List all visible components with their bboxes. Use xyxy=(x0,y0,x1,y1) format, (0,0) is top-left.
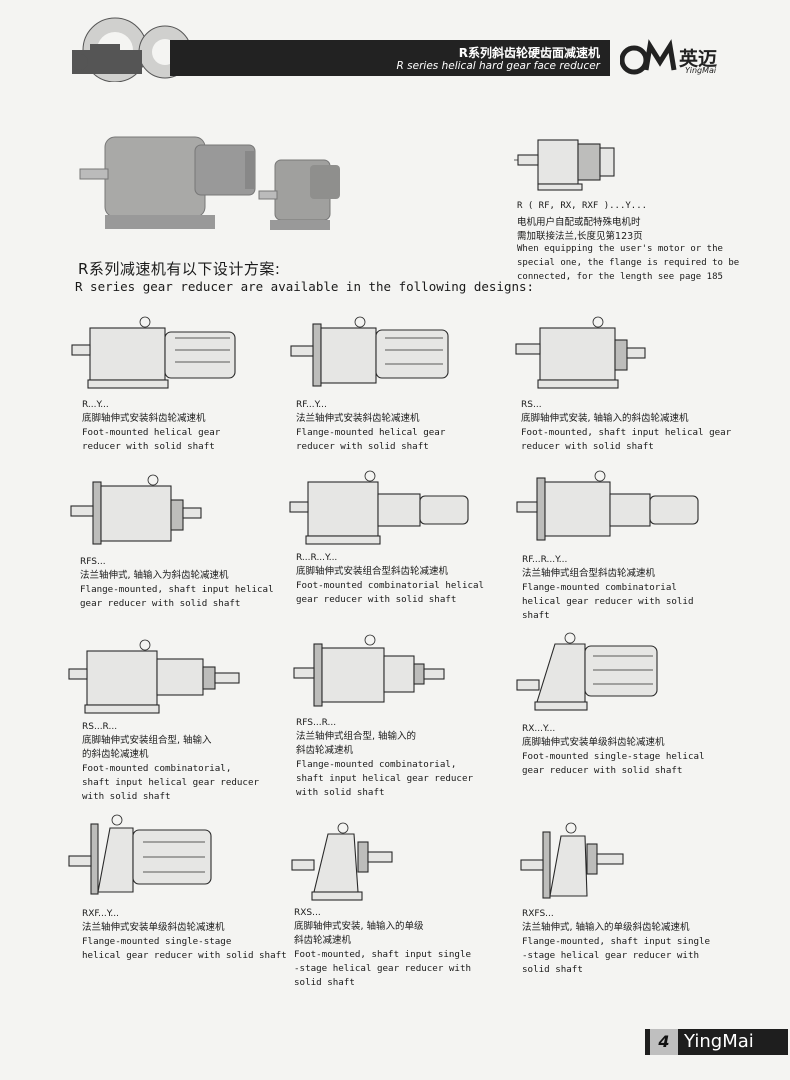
design-desc-en: reducer with solid shaft xyxy=(296,441,429,452)
design-desc-en: with solid shaft xyxy=(82,791,171,802)
note-code: R ( RF, RX, RXF )...Y... xyxy=(517,201,648,211)
design-desc-cn: 底脚轴伸式安装斜齿轮减速机 xyxy=(82,413,206,424)
note-cn-line2: 需加联接法兰,长度见第123页 xyxy=(517,231,643,242)
note-en-line1: When equipping the user's motor or the xyxy=(517,244,723,254)
figure-rs-r xyxy=(68,639,240,714)
design-desc-en: helical gear reducer with solid xyxy=(522,596,694,607)
design-desc-en: gear reducer with solid shaft xyxy=(80,598,241,609)
note-en-line3: connected, for the length see page 185 xyxy=(517,272,723,282)
header-banner xyxy=(170,40,610,76)
figure-rx-y xyxy=(516,632,658,711)
design-desc-en: shaft input helical gear reducer xyxy=(82,777,260,788)
design-desc-en: Flange-mounted combinatorial, xyxy=(296,759,457,770)
caption-rfs-r: RFS...R... 法兰轴伸式组合型, 轴输入的 斜齿轮减速机 Flange-… xyxy=(296,716,473,800)
design-code: RF...R...Y... xyxy=(522,555,568,565)
design-desc-cn: 底脚轴伸式安装组合型斜齿轮减速机 xyxy=(296,566,449,577)
note-figure xyxy=(514,139,615,191)
design-code: RX...Y... xyxy=(522,724,556,734)
design-code: RF...Y... xyxy=(296,400,327,410)
design-code: RXS... xyxy=(294,908,321,918)
design-desc-en: Foot-mounted, shaft input single xyxy=(294,949,472,960)
figure-rxf-y xyxy=(68,814,212,895)
figure-rxfs xyxy=(520,822,624,899)
note-en-line2: special one, the flange is required to b… xyxy=(517,258,740,268)
figure-rf-y xyxy=(290,316,449,387)
design-desc-cn: 法兰轴伸式安装斜齿轮减速机 xyxy=(296,413,420,424)
design-desc-en: -stage helical gear reducer with xyxy=(294,963,472,974)
figure-rf-r-y xyxy=(516,470,699,541)
caption-r-r-y: R...R...Y... 底脚轴伸式安装组合型斜齿轮减速机 Foot-mount… xyxy=(296,551,484,607)
logo-text-cn: 英迈 xyxy=(679,48,718,70)
design-desc-en: solid shaft xyxy=(522,964,583,975)
caption-rxfs: RXFS... 法兰轴伸式, 轴输入的单级斜齿轮减速机 Flange-mount… xyxy=(522,907,710,977)
design-desc-cn: 底脚轴伸式安装, 轴输入的斜齿轮减速机 xyxy=(521,413,689,424)
design-desc-cn: 底脚轴伸式安装组合型, 轴输入 xyxy=(82,735,212,746)
design-desc-en: Flange-mounted combinatorial xyxy=(522,582,677,593)
caption-rf-r-y: RF...R...Y... 法兰轴伸式组合型斜齿轮减速机 Flange-moun… xyxy=(522,553,693,623)
figure-r-y xyxy=(71,316,236,389)
design-desc-en: gear reducer with solid shaft xyxy=(522,765,683,776)
design-desc-en: -stage helical gear reducer with xyxy=(522,950,700,961)
design-desc-cn: 法兰轴伸式, 轴输入的单级斜齿轮减速机 xyxy=(522,922,690,933)
design-desc-cn: 底脚轴伸式安装单级斜齿轮减速机 xyxy=(522,737,665,748)
caption-rs-r: RS...R... 底脚轴伸式安装组合型, 轴输入 的斜齿轮减速机 Foot-m… xyxy=(82,720,259,804)
caption-rs: RS... 底脚轴伸式安装, 轴输入的斜齿轮减速机 Foot-mounted, … xyxy=(521,398,731,454)
product-photo-large xyxy=(79,136,340,230)
design-desc-en: Foot-mounted combinatorial helical xyxy=(296,580,485,591)
design-desc-cn: 法兰轴伸式, 轴输入为斜齿轮减速机 xyxy=(80,570,229,581)
design-desc-en: gear reducer with solid shaft xyxy=(296,594,457,605)
caption-r-y: R...Y... 底脚轴伸式安装斜齿轮减速机 Foot-mounted heli… xyxy=(82,398,220,454)
design-code: RFS... xyxy=(80,557,106,567)
figure-rfs xyxy=(70,474,202,545)
design-code: RXF...Y... xyxy=(82,909,119,919)
note-cn-line1: 电机用户自配或配特殊电机时 xyxy=(517,217,641,228)
design-desc-en: Flange-mounted single-stage xyxy=(82,936,232,947)
logo-text-en: YingMai xyxy=(685,66,717,75)
design-desc-cn: 的斜齿轮减速机 xyxy=(82,749,149,760)
figure-rs xyxy=(515,316,646,389)
intro-title-cn: R系列减速机有以下设计方案: xyxy=(78,260,281,278)
design-desc-en: helical gear reducer with solid shaft xyxy=(82,950,287,961)
design-desc-en: with solid shaft xyxy=(296,787,385,798)
figure-rfs-r xyxy=(293,634,445,707)
page-number: 4 xyxy=(650,1029,678,1055)
yingmai-logo-icon xyxy=(620,39,677,75)
design-desc-en: Foot-mounted combinatorial, xyxy=(82,763,232,774)
design-desc-en: Flange-mounted, shaft input helical xyxy=(80,584,274,595)
design-code: R...Y... xyxy=(82,400,109,410)
caption-rx-y: RX...Y... 底脚轴伸式安装单级斜齿轮减速机 Foot-mounted s… xyxy=(522,722,705,778)
figure-r-r-y xyxy=(289,470,469,545)
design-desc-en: shaft input helical gear reducer xyxy=(296,773,474,784)
design-desc-cn: 底脚轴伸式安装, 轴输入的单级 xyxy=(294,921,424,932)
footer-brand: YingMai xyxy=(684,1031,754,1052)
design-desc-en: Flange-mounted, shaft input single xyxy=(522,936,711,947)
caption-rxs: RXS... 底脚轴伸式安装, 轴输入的单级 斜齿轮减速机 Foot-mount… xyxy=(294,906,471,990)
caption-rf-y: RF...Y... 法兰轴伸式安装斜齿轮减速机 Flange-mounted h… xyxy=(296,398,445,454)
design-desc-en: Foot-mounted helical gear xyxy=(82,427,221,438)
design-desc-cn: 斜齿轮减速机 xyxy=(296,745,354,756)
design-desc-en: solid shaft xyxy=(294,977,355,988)
design-desc-en: reducer with solid shaft xyxy=(521,441,654,452)
design-code: RS... xyxy=(521,400,542,410)
caption-rfs: RFS... 法兰轴伸式, 轴输入为斜齿轮减速机 Flange-mounted,… xyxy=(80,555,274,611)
figure-rxs xyxy=(291,822,393,901)
header-title-cn: R系列斜齿轮硬齿面减速机 xyxy=(458,46,600,60)
design-desc-en: reducer with solid shaft xyxy=(82,441,215,452)
design-desc-cn: 斜齿轮减速机 xyxy=(294,935,352,946)
design-code: RS...R... xyxy=(82,722,118,732)
design-code: RXFS... xyxy=(522,909,554,919)
design-desc-en: Foot-mounted single-stage helical xyxy=(522,751,705,762)
design-code: R...R...Y... xyxy=(296,553,338,563)
design-desc-en: Flange-mounted helical gear xyxy=(296,427,446,438)
design-desc-en: shaft xyxy=(522,610,550,621)
design-desc-en: Foot-mounted, shaft input helical gear xyxy=(521,427,732,438)
gear-banner-graphic xyxy=(72,17,192,82)
design-desc-cn: 法兰轴伸式组合型斜齿轮减速机 xyxy=(522,568,656,579)
design-desc-cn: 法兰轴伸式组合型, 轴输入的 xyxy=(296,731,417,742)
caption-rxf-y: RXF...Y... 法兰轴伸式安装单级斜齿轮减速机 Flange-mounte… xyxy=(82,907,287,963)
design-code: RFS...R... xyxy=(296,718,337,728)
intro-title-en: R series gear reducer are available in t… xyxy=(75,279,535,294)
design-desc-cn: 法兰轴伸式安装单级斜齿轮减速机 xyxy=(82,922,225,933)
header-title-en: R series helical hard gear face reducer xyxy=(396,60,600,72)
